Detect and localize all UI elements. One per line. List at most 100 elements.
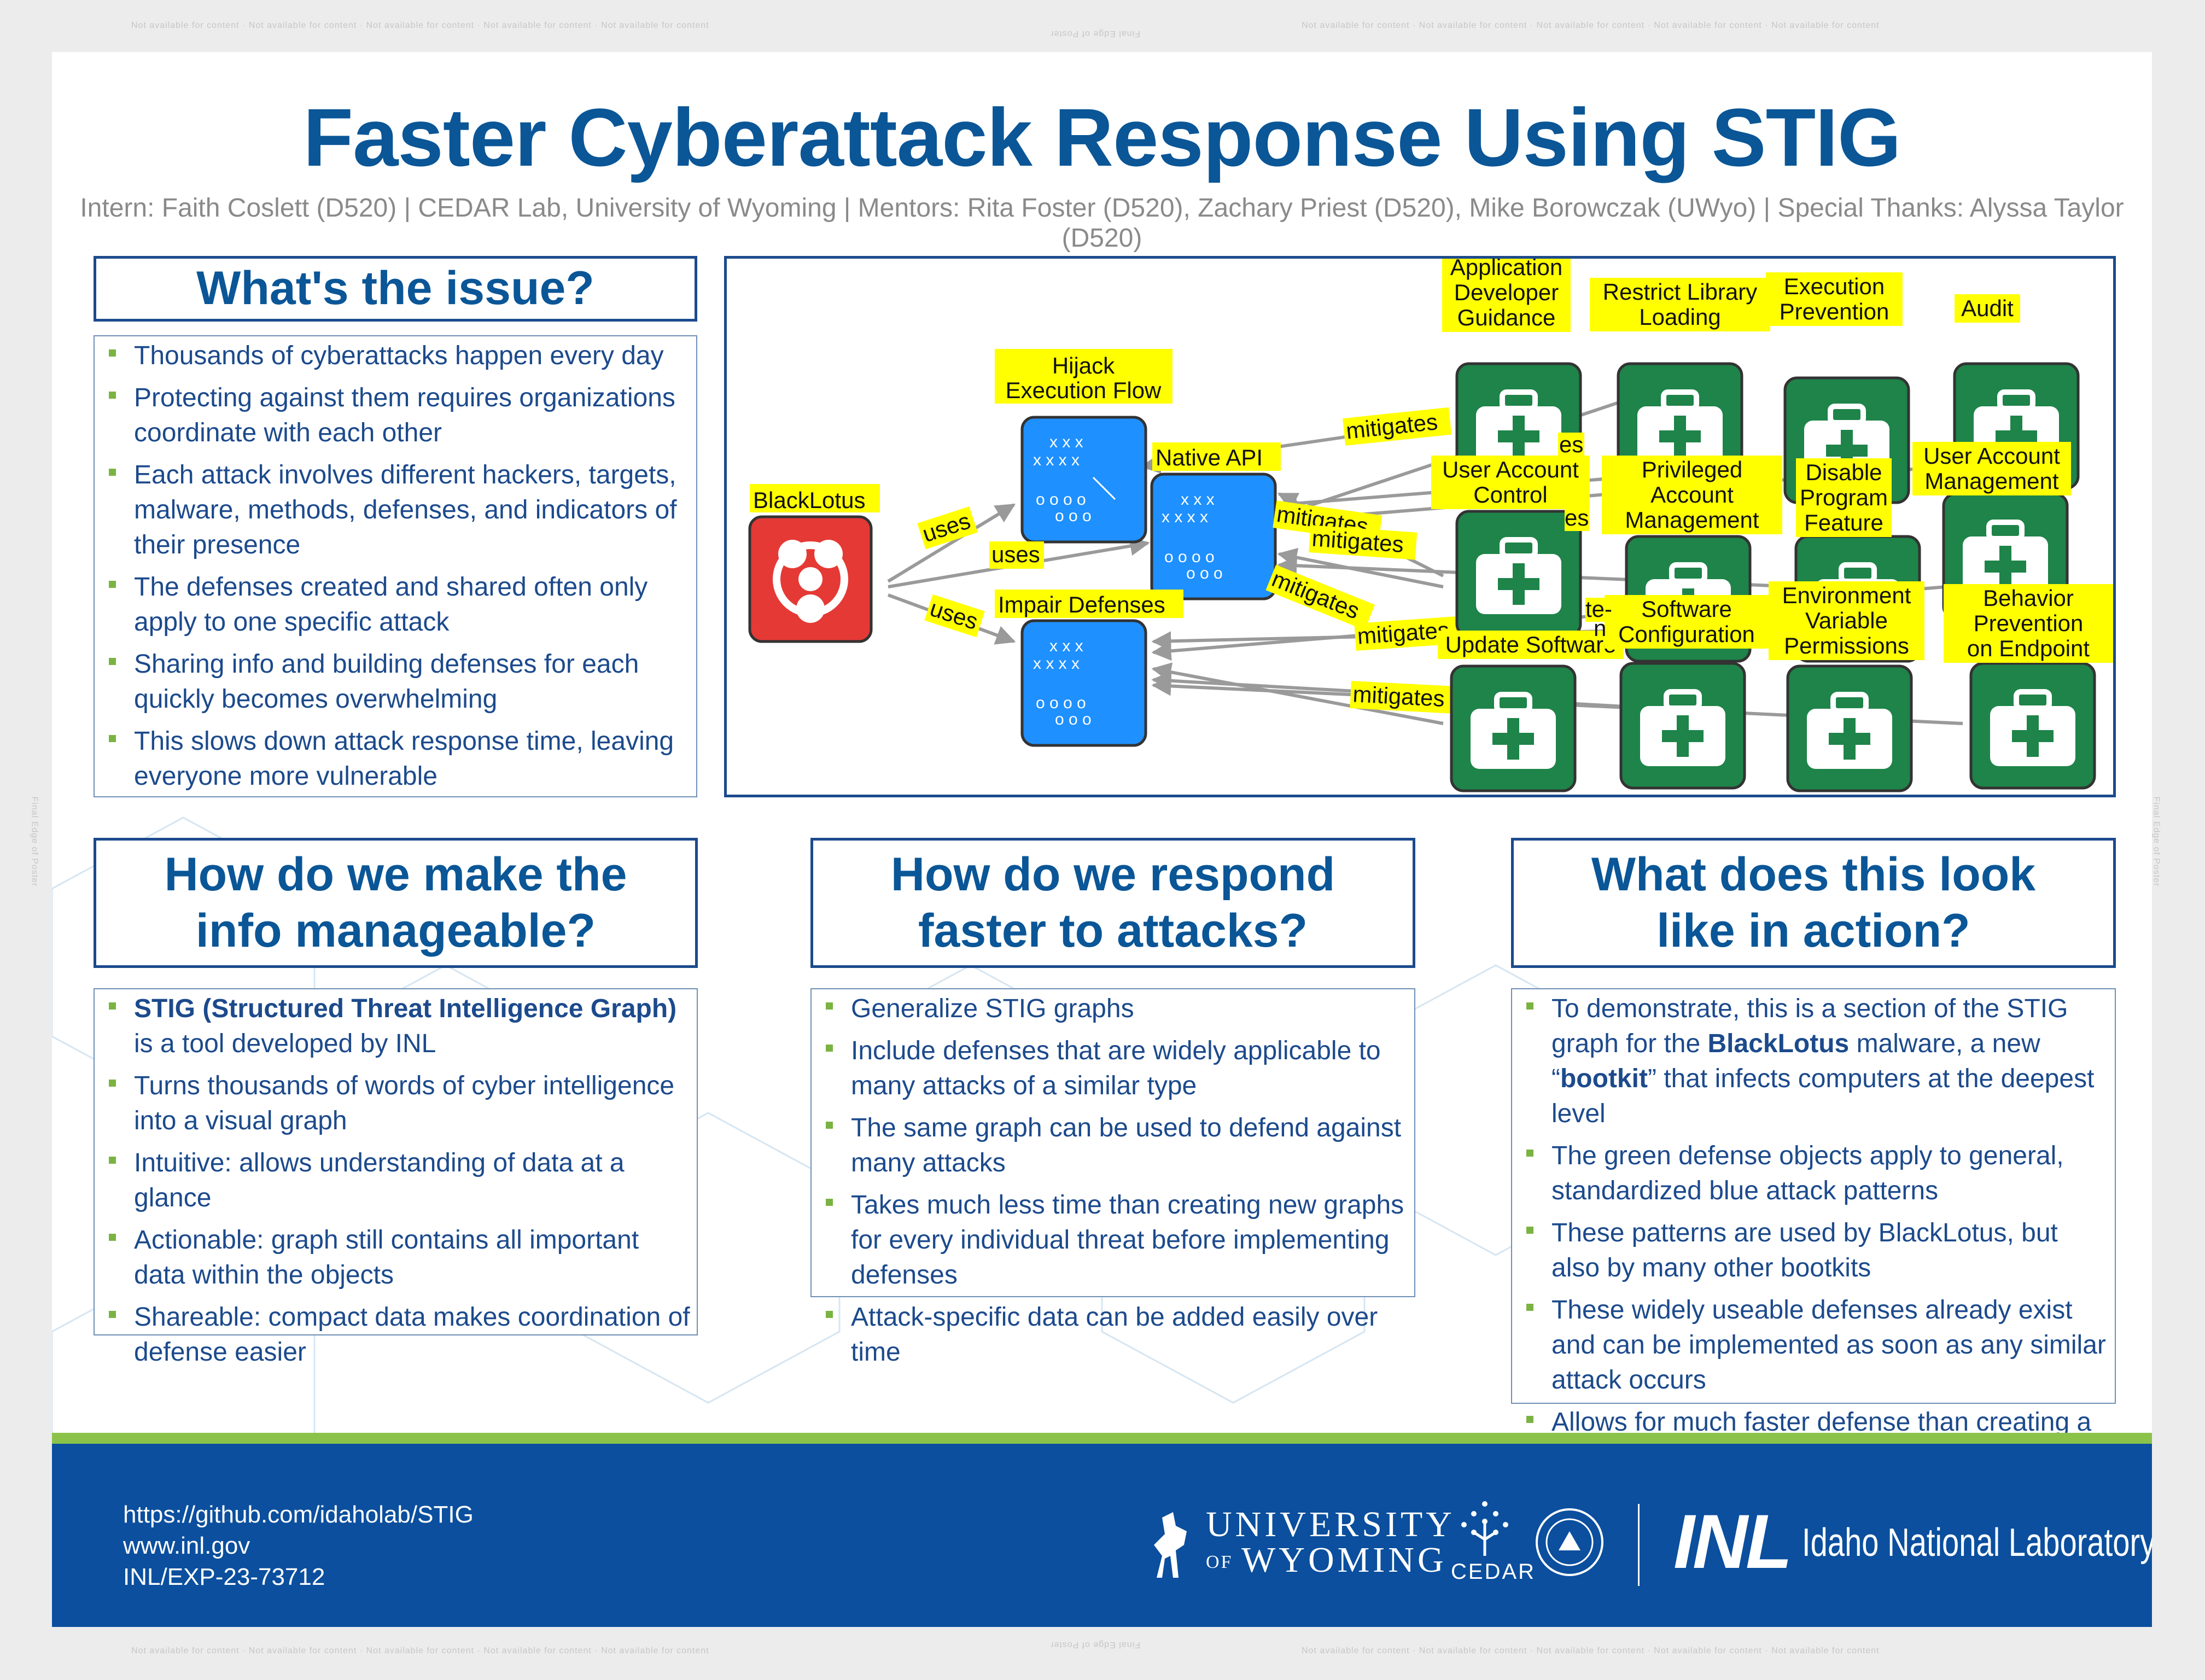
footer-green-stripe <box>52 1433 2152 1444</box>
svg-text:x x x: x x x <box>1049 637 1083 655</box>
defense-label-bg <box>1602 456 1782 534</box>
attack-label-native: Native API <box>1156 445 1263 470</box>
respond-heading: How do we respond faster to attacks? <box>810 838 1415 968</box>
svg-text:x x x x: x x x x <box>1033 655 1080 673</box>
edge-label-mitigates-6: mitigates <box>1352 681 1445 711</box>
stig-graph-panel: x x x <box>724 256 2116 797</box>
first-aid-kit-icon <box>1471 692 1556 769</box>
fragment-te: te- <box>1585 596 1612 622</box>
list-item: This slows down attack response time, le… <box>108 724 692 794</box>
edge-label-mitigates-1: mitigates <box>1345 409 1439 444</box>
list-item: Generalize STIG graphs <box>825 991 1410 1026</box>
manageable-heading: How do we make the info manageable? <box>94 838 698 968</box>
list-item: To demonstrate, this is a section of the… <box>1525 991 2110 1131</box>
attack-node-native[interactable]: x x x x x x x o o o o o o o Native API <box>1150 442 1281 600</box>
list-item: The same graph can be used to defend aga… <box>825 1111 1410 1181</box>
action-heading-line2: like in action? <box>1656 905 1970 957</box>
defense-label-bg <box>1766 272 1903 326</box>
defense-label: Update Software <box>1445 632 1617 657</box>
list-item: Protecting against them requires organiz… <box>108 381 692 451</box>
first-aid-kit-icon <box>1807 692 1892 769</box>
list-item: The defenses created and shared often on… <box>108 570 692 640</box>
list-item: The green defense objects apply to gener… <box>1525 1139 2110 1209</box>
edge-mitigates-8 <box>1151 662 1444 725</box>
svg-text:o o o: o o o <box>1055 507 1092 525</box>
list-item: Include defenses that are widely applica… <box>825 1034 1410 1104</box>
attack-label-hijack: Hijack <box>1052 353 1115 378</box>
cedar-tree-icon <box>1461 1501 1508 1556</box>
first-aid-kit-icon <box>1476 537 1561 614</box>
edge-labels: uses uses uses mitigates mitigates mitig… <box>917 407 1463 714</box>
action-heading: What does this look like in action? <box>1511 838 2116 968</box>
inl-mark: INL <box>1673 1498 1793 1584</box>
top-margin-note: Not available for content · Not availabl… <box>131 21 709 30</box>
edge-mitigates-5 <box>1277 547 1444 588</box>
attack-node-hijack[interactable]: x x x x x x x o o o o o o o Hijack Execu… <box>995 349 1172 544</box>
defense-label-bg <box>1431 456 1590 509</box>
list-item: Shareable: compact data makes coordinati… <box>108 1300 692 1370</box>
defense-label-bg <box>1442 259 1571 332</box>
svg-text:o o o o: o o o o <box>1036 491 1086 509</box>
bottom-margin-note: Not available for content · Not availabl… <box>131 1646 709 1655</box>
edge-label-uses-2: uses <box>991 541 1040 567</box>
edge-label-mitigates-3: mitigates <box>1311 525 1404 557</box>
action-heading-line1: What does this look <box>1591 848 2036 901</box>
github-link[interactable]: https://github.com/idaholab/STIG <box>123 1501 474 1528</box>
svg-text:x x x x: x x x x <box>1162 508 1208 526</box>
logo-divider <box>1638 1504 1640 1586</box>
stig-rest: is a tool developed by INL <box>134 1029 436 1058</box>
stig-bold: STIG (Structured Threat Intelligence Gra… <box>134 994 677 1023</box>
bottom-final-edge: Final Edge of Poster <box>1050 1640 1140 1649</box>
manageable-heading-line2: info manageable? <box>195 905 596 957</box>
malware-node[interactable]: BlackLotus <box>748 484 880 643</box>
issue-heading-text: What's the issue? <box>196 262 594 315</box>
action-list: To demonstrate, this is a section of the… <box>1525 991 2110 1475</box>
edge-uses-hijack <box>887 503 1016 583</box>
poster: Faster Cyberattack Response Using STIG I… <box>52 52 2152 1627</box>
defense-node-update-sw[interactable]: Update Software <box>1438 631 1624 792</box>
fragment-es: es <box>1559 431 1583 457</box>
respond-heading-line2: faster to attacks? <box>918 905 1308 957</box>
top-margin-note-right: Not available for content · Not availabl… <box>1302 21 1880 30</box>
issue-heading: What's the issue? <box>94 256 697 322</box>
issue-box: Thousands of cyberattacks happen every d… <box>94 335 697 797</box>
attack-label-impair: Impair Defenses <box>998 592 1165 617</box>
manageable-heading-line1: How do we make the <box>164 848 627 901</box>
cedar-text: CEDAR <box>1451 1560 1536 1584</box>
list-item: Turns thousands of words of cyber intell… <box>108 1069 692 1139</box>
uwyo-of: OF <box>1206 1552 1233 1572</box>
issue-list: Thousands of cyberattacks happen every d… <box>108 339 692 794</box>
footer: https://github.com/idaholab/STIG www.inl… <box>52 1444 2152 1627</box>
respond-list: Generalize STIG graphs Include defenses … <box>825 991 1410 1370</box>
bottom-margin-note-right: Not available for content · Not availabl… <box>1302 1646 1880 1655</box>
list-item: Sharing info and building defenses for e… <box>108 647 692 717</box>
first-aid-kit-icon <box>1637 389 1723 466</box>
inl-website-link[interactable]: www.inl.gov <box>123 1532 250 1559</box>
edge-label-mitigates-4: mitigates <box>1268 565 1363 624</box>
blacklotus-bold: BlackLotus <box>1707 1029 1850 1058</box>
document-id: INL/EXP-23-73712 <box>123 1564 325 1590</box>
action-b1-pre: To demonstrate, this is a section of the… <box>1551 994 2068 1058</box>
first-aid-kit-icon <box>1963 520 2048 597</box>
manageable-box: STIG (Structured Threat Intelligence Gra… <box>94 988 698 1367</box>
action-b1-mid: malware, a new “ <box>1551 1029 2040 1093</box>
defense-label-bg <box>1769 581 1924 660</box>
left-final-edge: Final Edge of Poster <box>30 796 39 887</box>
attack-label-hijack-2: Execution Flow <box>1006 377 1162 403</box>
attack-node-impair[interactable]: x x x x x x x o o o o o o o Impair Defen… <box>995 590 1183 747</box>
defense-label-bg <box>1955 294 2020 323</box>
defense-label: Audit <box>1961 295 2014 321</box>
poster-title: Faster Cyberattack Response Using STIG <box>303 91 1901 183</box>
right-final-edge: Final Edge of Poster <box>2151 796 2161 887</box>
